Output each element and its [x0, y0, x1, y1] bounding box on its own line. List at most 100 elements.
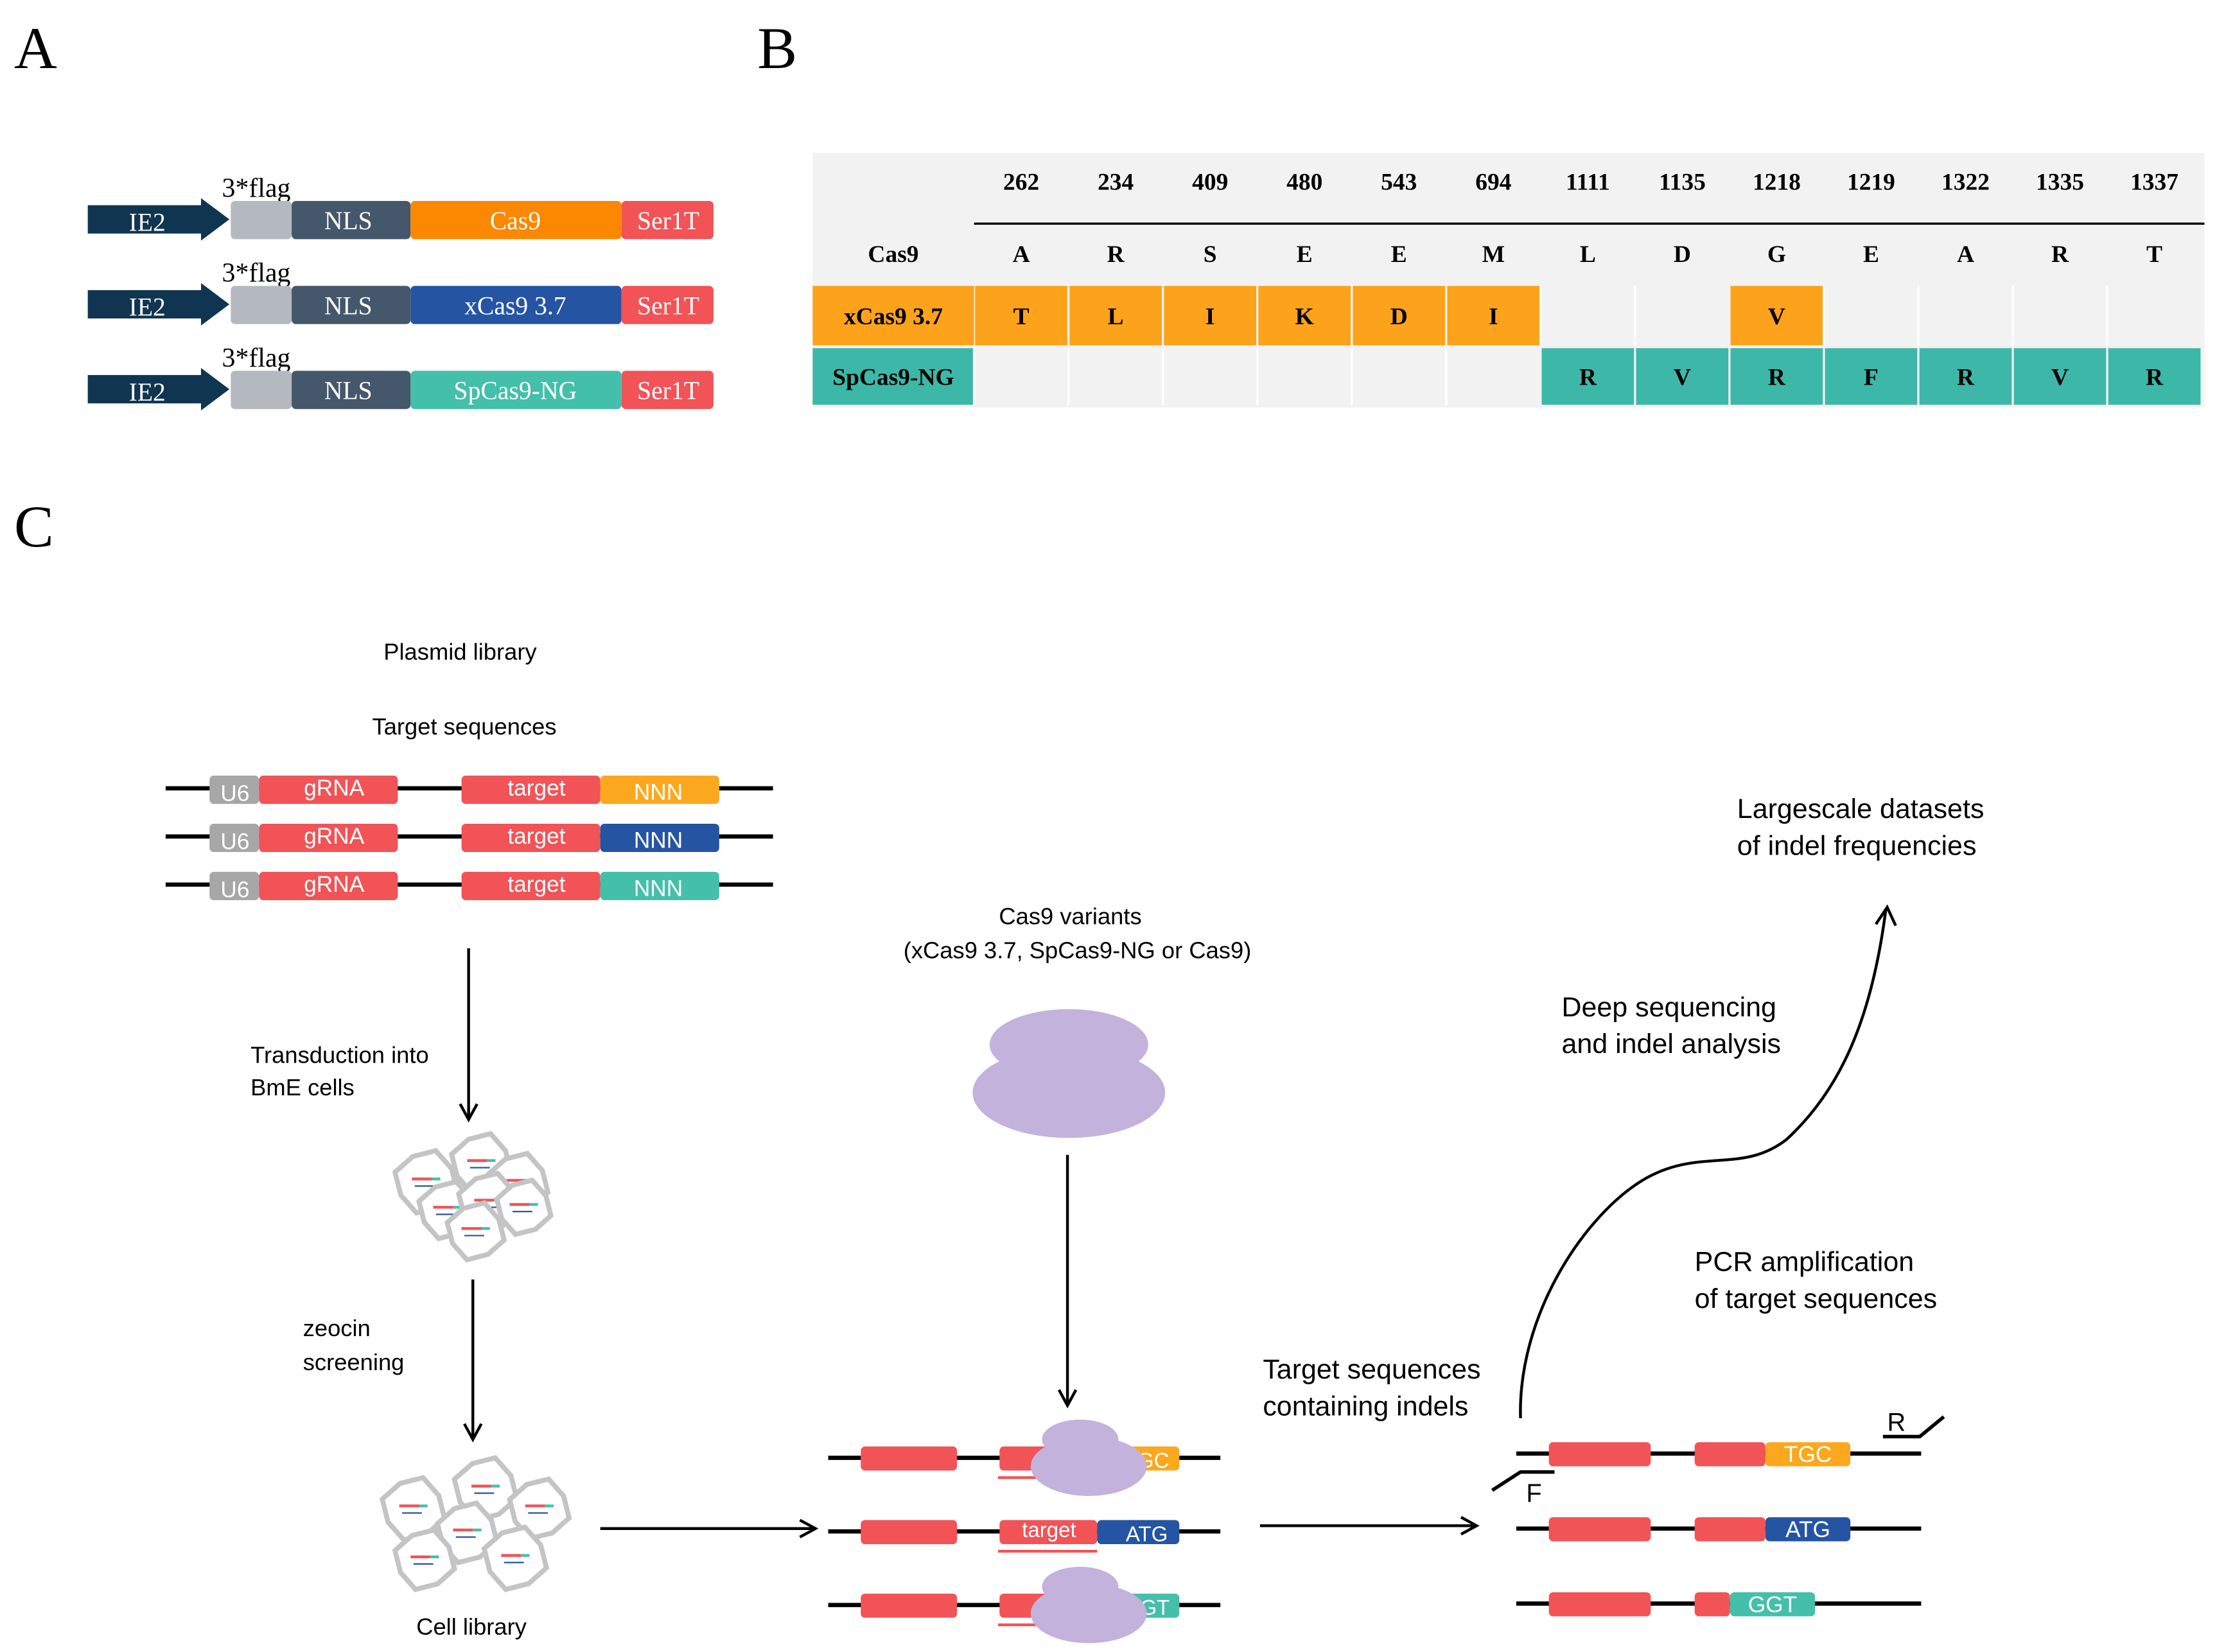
- cas-label: xCas9 3.7: [464, 291, 566, 320]
- residue-cell: R: [1579, 365, 1597, 391]
- spacer-block: [861, 1520, 958, 1545]
- mutation-cell: [1541, 348, 1634, 405]
- pam-label: ATG: [1785, 1517, 1830, 1542]
- nls-label: NLS: [324, 207, 372, 235]
- mutation-cell: [1069, 286, 1162, 345]
- arrowhead-right-2: [1460, 1516, 1480, 1536]
- terminator-block: [621, 370, 714, 410]
- residue-cell: L: [1108, 304, 1124, 330]
- deep-seq-label-2: and indel analysis: [1561, 1029, 1781, 1059]
- primers: [1491, 1415, 1945, 1492]
- spacer-block: [1548, 1442, 1651, 1466]
- target-block: [1694, 1442, 1766, 1466]
- left-arrows: [459, 904, 1897, 1538]
- residue-cell: E: [1863, 241, 1879, 268]
- cas-variants-title: Cas9 variants: [999, 903, 1141, 929]
- transduction-label-2: BmE cells: [250, 1074, 355, 1100]
- target-label: target: [507, 872, 565, 897]
- pcr-row: ATG: [1516, 1517, 1922, 1542]
- position-header: 1219: [1847, 169, 1895, 195]
- promoter-label: IE2: [129, 293, 166, 322]
- transduced-cells-cluster: [392, 1131, 554, 1263]
- arrowhead-right-1: [799, 1518, 819, 1538]
- cell: [481, 1524, 550, 1592]
- mutation-cell: [1825, 348, 1918, 405]
- position-header: 480: [1286, 169, 1322, 195]
- residue-cell: R: [2051, 241, 2069, 268]
- pam-label: TGC: [1784, 1442, 1832, 1467]
- datasets-label-1: Largescale datasets: [1737, 794, 1985, 824]
- row-label: SpCas9-NG: [832, 365, 954, 391]
- position-header: 409: [1192, 169, 1228, 195]
- residue-cell: V: [1674, 365, 1691, 391]
- row-label: Cas9: [868, 241, 918, 268]
- residue-cell: I: [1489, 304, 1498, 330]
- pam-block: [1097, 1520, 1180, 1545]
- mutation-cell: [1353, 286, 1446, 345]
- spacer-block: [861, 1594, 958, 1618]
- flag-tag-label: 3*flag: [222, 343, 291, 373]
- target-block: [999, 1520, 1098, 1545]
- panel-a-letter: A: [14, 16, 57, 82]
- cell: [392, 1527, 457, 1592]
- cas-block: [410, 201, 622, 239]
- cleavage-row: GGT: [828, 1567, 1221, 1644]
- promoter-arrow-icon: [87, 198, 230, 241]
- position-header: 1337: [2130, 169, 2178, 195]
- position-header: 1218: [1753, 169, 1801, 195]
- residue-cell: T: [2146, 241, 2162, 268]
- row-label-cell: [812, 348, 974, 405]
- pam-block: [1730, 1592, 1816, 1617]
- target-block: [461, 776, 600, 804]
- indel-label-2: containing indels: [1263, 1391, 1468, 1422]
- primer-r-line: [1882, 1415, 1945, 1439]
- pcr-row: TGC: [1516, 1442, 1922, 1467]
- residue-cell: S: [1204, 241, 1217, 268]
- residue-cell: F: [1864, 365, 1879, 391]
- target-label: target: [507, 824, 565, 849]
- transduction-label-1: Transduction into: [250, 1042, 429, 1068]
- cas-block: [410, 370, 622, 410]
- primer-f-line: [1491, 1470, 1555, 1492]
- mutation-cell: [2013, 348, 2107, 405]
- grna-label: gRNA: [304, 872, 365, 897]
- pam-block: [600, 776, 719, 804]
- deep-seq-label-1: Deep sequencing: [1561, 992, 1776, 1023]
- panel-b-letter: B: [757, 16, 797, 82]
- nls-label: NLS: [324, 377, 372, 405]
- cas9-protein-blob: [972, 1009, 1166, 1138]
- cell-library-cluster: [379, 1455, 572, 1592]
- residue-cell: V: [1768, 304, 1785, 330]
- cleavage-row: TGC: [828, 1420, 1221, 1497]
- pam-block: [600, 871, 719, 900]
- pam-label: NNN: [634, 876, 683, 901]
- spacer-block: [1548, 1517, 1651, 1542]
- u6-label: U6: [220, 781, 249, 806]
- promoter-label: IE2: [129, 208, 166, 236]
- mutation-cell: [1164, 286, 1257, 345]
- pcr-label-2: of target sequences: [1695, 1283, 1937, 1314]
- flag-block: [231, 286, 292, 324]
- mutation-cell: [1730, 348, 1823, 405]
- arrowhead-down-1: [459, 1103, 478, 1123]
- cas-label: SpCas9-NG: [454, 377, 577, 405]
- u6-block: [209, 823, 259, 853]
- panel-c-letter: C: [14, 494, 54, 560]
- residue-cell: E: [1297, 241, 1313, 268]
- plasmid-library-title: Plasmid library: [383, 638, 537, 665]
- residue-cell: I: [1205, 304, 1215, 330]
- flag-block: [231, 201, 292, 239]
- residue-cell: D: [1674, 241, 1691, 268]
- residue-cell: A: [1013, 241, 1030, 268]
